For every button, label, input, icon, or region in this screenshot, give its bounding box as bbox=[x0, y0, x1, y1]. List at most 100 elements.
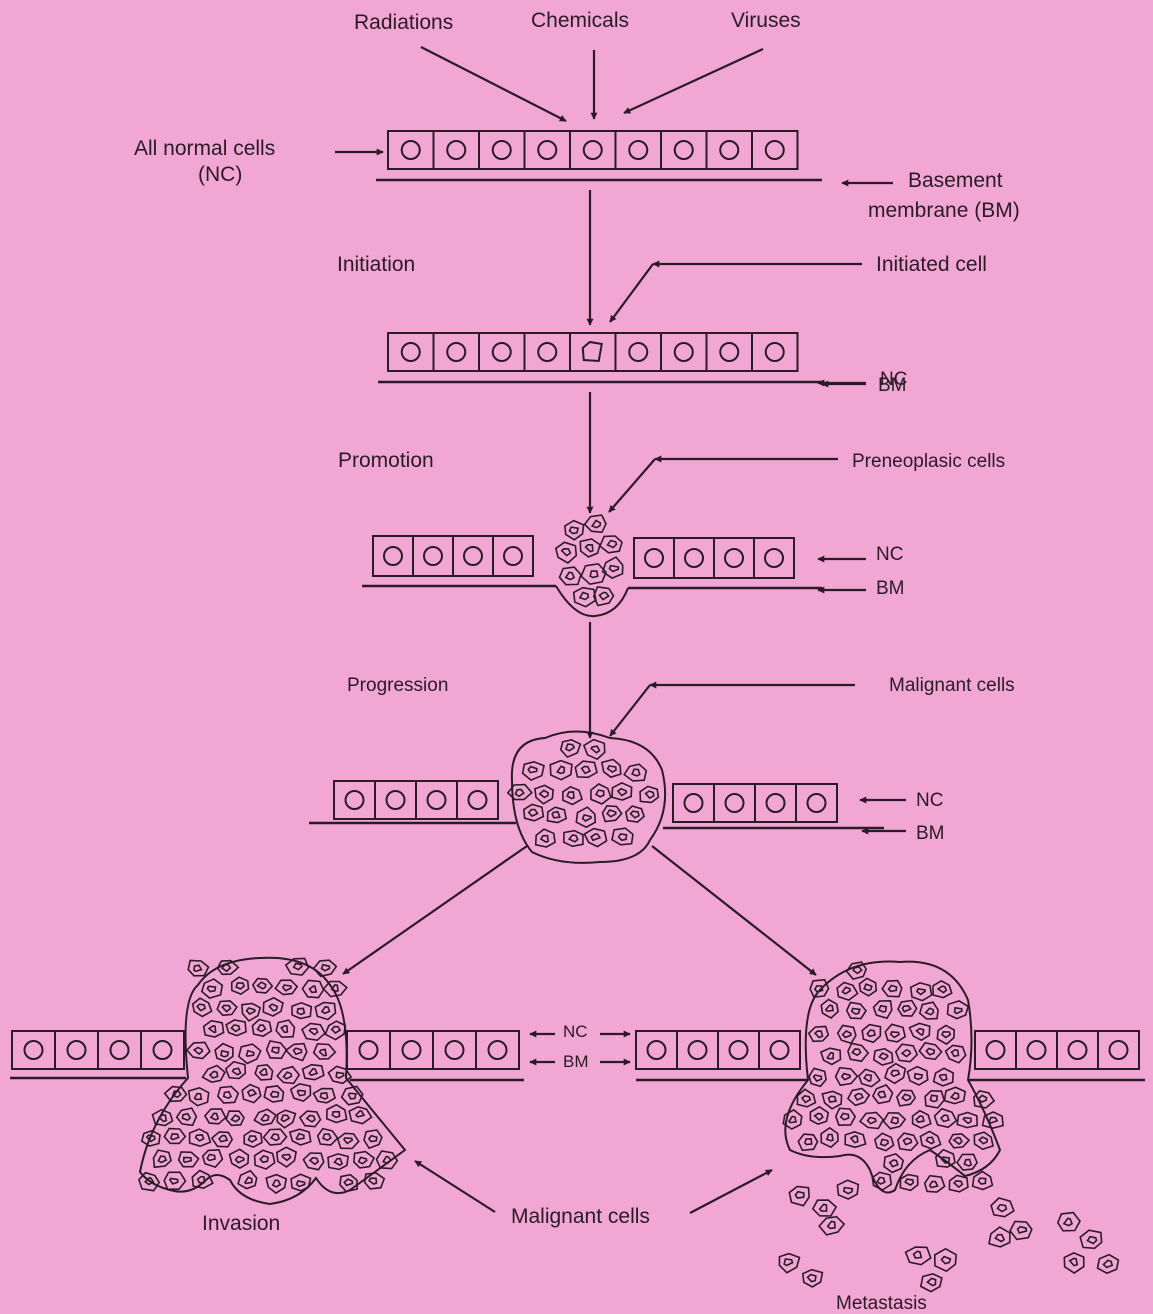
preneoplastic-cell bbox=[585, 515, 606, 532]
malignant-nucleus bbox=[566, 744, 574, 751]
invasion-row-right bbox=[347, 1031, 519, 1069]
malignant-cell bbox=[254, 1109, 276, 1125]
malignant-cell bbox=[836, 1108, 855, 1125]
malignant-nucleus bbox=[196, 1135, 204, 1141]
metastatic-cell bbox=[813, 1200, 836, 1216]
cell-nucleus bbox=[25, 1041, 43, 1059]
malignant-nucleus bbox=[184, 1158, 192, 1163]
malignant-cell bbox=[810, 980, 829, 997]
malignant-nucleus bbox=[294, 1048, 302, 1054]
malignant-nucleus bbox=[197, 1004, 205, 1010]
cell-nucleus bbox=[68, 1041, 86, 1059]
metastatic-cell bbox=[803, 1270, 823, 1287]
promotion-row-left bbox=[373, 536, 533, 576]
malignant-nucleus bbox=[841, 1113, 849, 1119]
malignant-cell bbox=[640, 786, 658, 802]
malignant-nucleus bbox=[322, 1007, 330, 1014]
malignant-cell bbox=[535, 785, 553, 803]
viruses-label: Viruses bbox=[731, 10, 801, 31]
malignant-nucleus bbox=[600, 592, 609, 599]
malignant-nucleus bbox=[879, 1053, 887, 1060]
malignant-top-arrow bbox=[610, 685, 650, 736]
malignant-cell bbox=[897, 1090, 915, 1106]
malignant-nucleus bbox=[307, 1115, 315, 1122]
malignant-nucleus bbox=[261, 1114, 269, 1121]
malignant-nucleus bbox=[808, 1275, 816, 1282]
cell-nucleus bbox=[645, 549, 663, 567]
preneoplastic-cell bbox=[556, 542, 577, 563]
cell-nucleus bbox=[384, 547, 402, 565]
malignant-nucleus bbox=[1070, 1258, 1078, 1265]
malignant-cell bbox=[325, 1021, 345, 1040]
basement-label: Basement bbox=[908, 170, 1003, 191]
malignant-nucleus bbox=[271, 1134, 279, 1140]
malignant-cell bbox=[898, 1133, 918, 1150]
malignant-nucleus bbox=[942, 1257, 951, 1264]
malignant-nucleus bbox=[927, 1278, 935, 1285]
metastatic-cell bbox=[1080, 1230, 1101, 1248]
malignant-nucleus bbox=[194, 965, 202, 971]
malignant-nucleus bbox=[827, 1053, 833, 1059]
malignant-cell bbox=[875, 1133, 894, 1150]
cell-nucleus bbox=[685, 549, 703, 567]
cell-nucleus bbox=[1028, 1041, 1046, 1059]
malignant-cell bbox=[292, 1003, 311, 1019]
malignant-nucleus bbox=[260, 1156, 268, 1162]
malignant-cell bbox=[232, 977, 249, 994]
malignant-nucleus bbox=[878, 1091, 885, 1097]
malignant-nucleus bbox=[618, 789, 627, 796]
malignant-cell bbox=[836, 1068, 858, 1086]
malignant-cell bbox=[591, 784, 611, 804]
malignant-cell bbox=[267, 1041, 287, 1058]
malignant-nucleus bbox=[955, 1008, 962, 1014]
cell-nucleus bbox=[629, 343, 647, 361]
malignant-nucleus bbox=[309, 986, 316, 992]
malignant-nucleus bbox=[827, 1135, 833, 1141]
malignant-cell bbox=[314, 1089, 336, 1103]
preneoplastic-cell bbox=[600, 536, 622, 553]
malignant-nucleus bbox=[359, 1157, 367, 1163]
malignant-cell bbox=[859, 1069, 880, 1086]
malignant-nucleus bbox=[867, 1030, 875, 1036]
malignant-cell bbox=[564, 831, 583, 847]
malignant-cell bbox=[884, 1113, 906, 1129]
invasion-row-left bbox=[12, 1031, 184, 1069]
malignant-cell bbox=[286, 1044, 307, 1061]
malignant-nucleus bbox=[805, 1139, 812, 1145]
malignant-nucleus bbox=[963, 1118, 971, 1124]
malignant-nucleus bbox=[917, 989, 925, 995]
malignant-nucleus bbox=[995, 1235, 1004, 1242]
malignant-cell bbox=[809, 1068, 826, 1086]
malignant-nucleus bbox=[881, 1139, 889, 1145]
malignant-nucleus bbox=[844, 1188, 853, 1194]
cell-nucleus bbox=[154, 1041, 172, 1059]
malignant-cell bbox=[898, 1001, 917, 1017]
malignant-nucleus bbox=[344, 1138, 352, 1143]
malignant-cell bbox=[896, 1044, 917, 1062]
malignant-cell bbox=[302, 1024, 325, 1041]
malignant-cell bbox=[862, 1025, 880, 1043]
malignant-nucleus bbox=[590, 571, 598, 578]
malignant-nucleus bbox=[211, 1113, 218, 1120]
malignant-nucleus bbox=[248, 1090, 256, 1096]
malignant-cell bbox=[884, 1154, 903, 1173]
malignant-nucleus bbox=[917, 1029, 924, 1036]
malignant-cell bbox=[612, 828, 633, 845]
cell-nucleus bbox=[428, 791, 446, 809]
malignant-nucleus bbox=[309, 1069, 317, 1075]
initiated-cell-nucleus bbox=[583, 342, 602, 361]
malignant-cell bbox=[177, 1108, 197, 1125]
cell-nucleus bbox=[730, 1041, 748, 1059]
cell-nucleus bbox=[446, 1041, 464, 1059]
malignant-nucleus bbox=[369, 1136, 377, 1142]
malignant-cell bbox=[244, 1131, 262, 1148]
malignant-nucleus bbox=[591, 746, 599, 753]
malignant-nucleus bbox=[258, 982, 266, 989]
invasion-cells bbox=[139, 958, 397, 1193]
malignant-cell bbox=[935, 1109, 957, 1128]
malignant-cell bbox=[908, 1067, 928, 1085]
cell-nucleus bbox=[346, 791, 364, 809]
malignant-nucleus bbox=[171, 1134, 179, 1140]
malignant-cell bbox=[365, 1173, 385, 1189]
malignant-cell bbox=[291, 1084, 311, 1101]
